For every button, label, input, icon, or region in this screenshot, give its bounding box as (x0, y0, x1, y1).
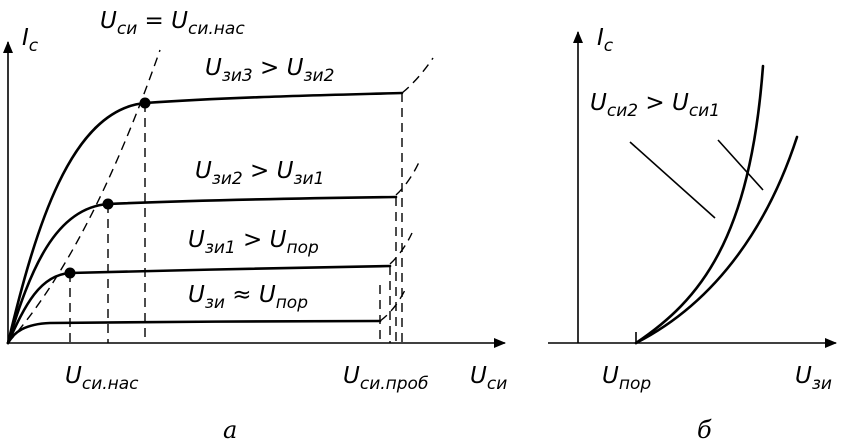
curve-label-ugs-threshold: Uзи ≈ Uпор (188, 282, 308, 313)
sat-point-3 (139, 97, 151, 109)
breakdown-rise-4 (401, 57, 434, 94)
leader-line-uds2 (629, 141, 716, 219)
panel-a-x-axis-label: Uси (470, 363, 507, 394)
transfer-curve-uds2 (634, 64, 765, 345)
sat-point-2 (102, 198, 114, 210)
curve-ugs1 (6, 264, 392, 345)
breakdown-rise-2 (389, 232, 413, 265)
panel-b-transfer-characteristics: Iс Uси2 > Uси1 Uпор Uзи б (548, 25, 837, 442)
breakdown-rise-3 (395, 159, 421, 196)
sat-point-1 (64, 267, 76, 279)
drain-voltage-relation-label: Uси2 > Uси1 (590, 90, 720, 121)
leader-line-uds1 (717, 139, 764, 191)
breakdown-rise-1 (379, 289, 406, 322)
transfer-curve-uds1 (634, 135, 799, 345)
x-tick-threshold-voltage: Uпор (602, 363, 651, 394)
panel-a-caption: а (223, 416, 237, 442)
curve-ugs-threshold (6, 319, 382, 345)
panel-b-x-axis-label: Uзи (795, 363, 832, 394)
x-tick-saturation-voltage: Uси.нас (65, 363, 139, 394)
panel-a-y-axis-label: Iс (22, 25, 39, 56)
curve-label-ugs3: Uзи3 > Uзи2 (205, 55, 334, 86)
x-tick-breakdown-voltage: Uси.проб (343, 363, 428, 394)
panel-b-caption: б (697, 416, 712, 442)
panel-b-y-axis-label: Iс (597, 25, 614, 56)
saturation-equation-label: Uси = Uси.нас (100, 8, 245, 39)
panel-a-output-characteristics: Iс Uси = Uси.нас Uзи3 > Uзи2 Uзи2 > Uзи1… (2, 8, 507, 442)
curve-label-ugs1: Uзи1 > Uпор (188, 227, 319, 258)
curve-label-ugs2: Uзи2 > Uзи1 (195, 158, 324, 189)
